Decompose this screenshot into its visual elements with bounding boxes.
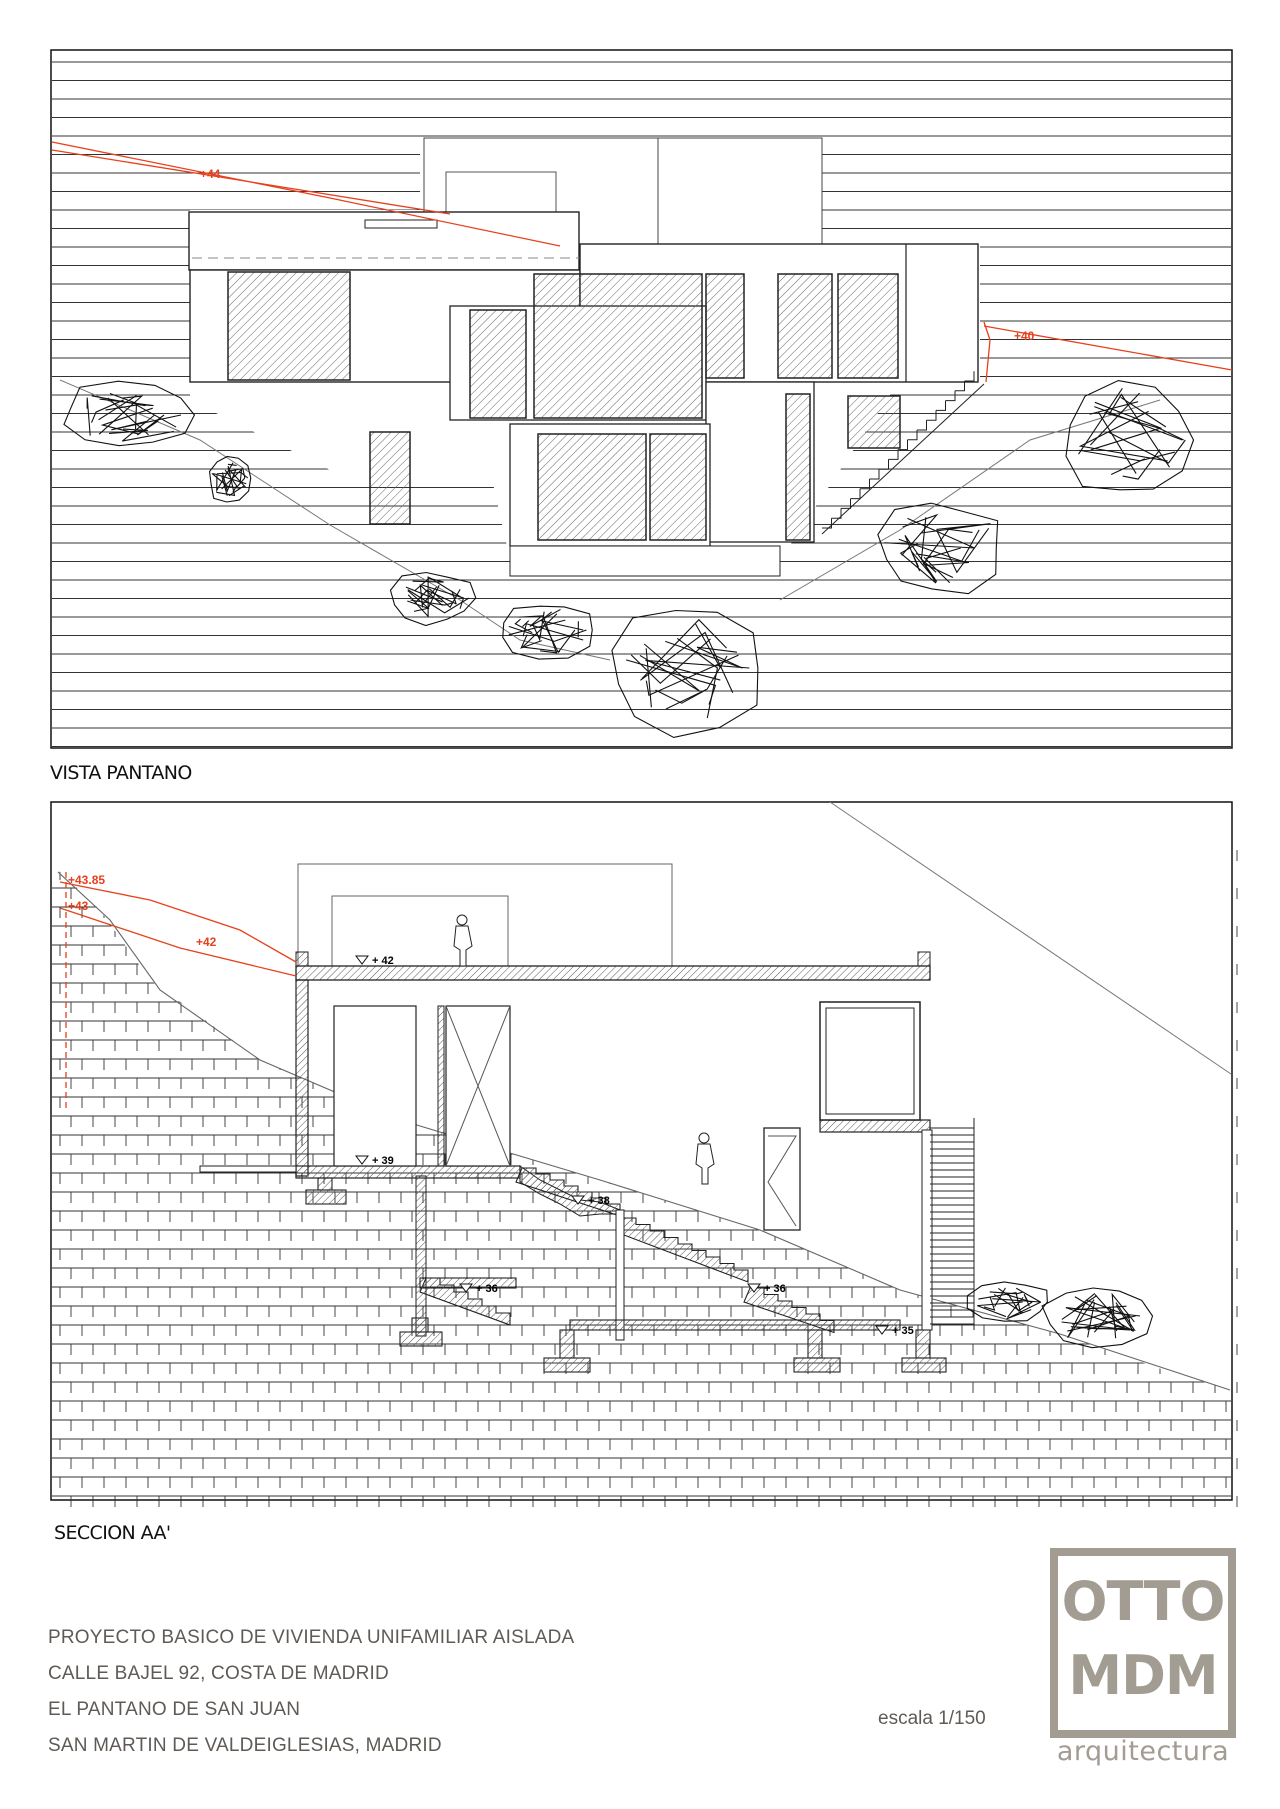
boulders-section [966, 1281, 1154, 1349]
level-lines-section [59, 872, 297, 1110]
level-mark-44: +44 [200, 167, 221, 181]
logo-subtitle: arquitectura [1056, 1736, 1230, 1767]
level-mark-42-red: +42 [196, 935, 217, 949]
project-line-2: CALLE BAJEL 92, COSTA DE MADRID [48, 1663, 389, 1684]
level-mark-36-left: + 36 [476, 1283, 498, 1295]
level-mark-36-right: + 36 [764, 1283, 786, 1295]
boulders [63, 379, 1195, 739]
project-info: PROYECTO BASICO DE VIVIENDA UNIFAMILIAR … [48, 1620, 574, 1764]
elevation-windows [227, 271, 901, 541]
level-mark-40: +40 [1014, 329, 1035, 343]
level-mark-35: + 35 [892, 1325, 914, 1337]
logo-line-1: OTTO [1061, 1570, 1226, 1633]
level-mark-42: + 42 [372, 955, 394, 967]
exterior-stair-section [930, 1127, 974, 1325]
level-mark-43-85: +43.85 [68, 873, 105, 887]
project-line-3: EL PANTANO DE SAN JUAN [48, 1699, 301, 1720]
level-mark-39: + 39 [372, 1155, 394, 1167]
level-lines-elevation [51, 141, 1233, 383]
human-figure-stair [695, 1132, 715, 1185]
section-caption: SECCION AA' [54, 1522, 171, 1544]
exterior-stair [821, 371, 985, 535]
logo-frame [1050, 1548, 1236, 1738]
drawing-scale: escala 1/150 [878, 1708, 986, 1729]
elevation-caption: VISTA PANTANO [50, 762, 192, 784]
project-line-1: PROYECTO BASICO DE VIVIENDA UNIFAMILIAR … [48, 1627, 575, 1648]
level-mark-43: +43 [68, 899, 89, 913]
otto-mdm-logo: OTTO MDM arquitectura [1050, 1548, 1236, 1788]
logo-line-2: MDM [1068, 1644, 1218, 1707]
foundations [305, 1177, 947, 1373]
section-drawing: +43.85 +43 +42 + 42 + 39 + 38 + 36 + 36 … [50, 801, 1238, 1507]
elevation-drawing: +44 +40 [50, 49, 1233, 749]
human-figure-roof [453, 914, 473, 967]
level-mark-38: + 38 [588, 1195, 610, 1207]
level-triangles [355, 955, 889, 1335]
project-line-4: SAN MARTIN DE VALDEIGLESIAS, MADRID [48, 1735, 442, 1756]
